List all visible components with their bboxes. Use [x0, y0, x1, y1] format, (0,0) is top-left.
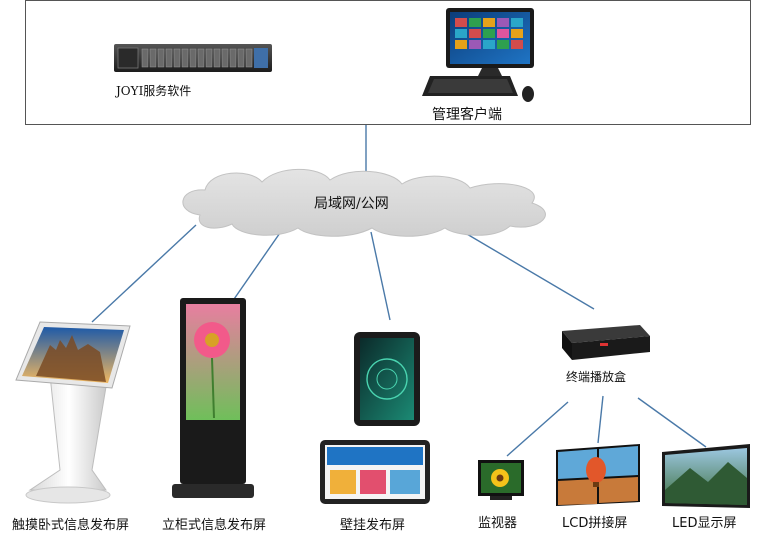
mouse-icon	[522, 86, 534, 102]
network-cloud	[182, 168, 546, 237]
vertical-totem-icon	[172, 298, 254, 498]
led-label: LED显示屏	[672, 516, 737, 531]
lcd-wall-label: LCD拼接屏	[562, 516, 628, 531]
led-display-icon	[662, 444, 750, 508]
lcd-video-wall-icon	[556, 444, 640, 506]
kiosk-label: 触摸卧式信息发布屏	[12, 518, 130, 533]
link-cloud-kiosk	[91, 224, 197, 323]
keyboard-icon	[422, 76, 518, 96]
media-player-box-icon	[562, 325, 650, 360]
link-stb-led	[637, 397, 707, 448]
metro-tiles	[455, 18, 523, 49]
link-cloud-totem	[231, 229, 283, 303]
monitor-label: 监视器	[478, 516, 518, 531]
monitor-icon	[478, 460, 524, 500]
link-cloud-wall	[370, 231, 391, 321]
server-label: JOYI服务软件	[116, 84, 192, 98]
drive-bays	[141, 48, 253, 68]
stb-label: 终端播放盒	[566, 370, 627, 384]
link-stb-lcd	[597, 395, 604, 444]
totem-label: 立柜式信息发布屏	[162, 518, 267, 533]
flower-icon	[194, 322, 230, 419]
server-icon	[114, 44, 272, 72]
wall-panel-icon	[320, 332, 430, 504]
touch-kiosk-icon	[15, 321, 131, 504]
client-label: 管理客户端	[432, 107, 502, 123]
link-stb-monitor	[506, 401, 569, 457]
desktop-monitor-icon	[446, 8, 534, 76]
link-cloud-stb	[454, 226, 595, 310]
wall-label: 壁挂发布屏	[340, 518, 406, 533]
network-label: 局域网/公网	[314, 196, 389, 212]
